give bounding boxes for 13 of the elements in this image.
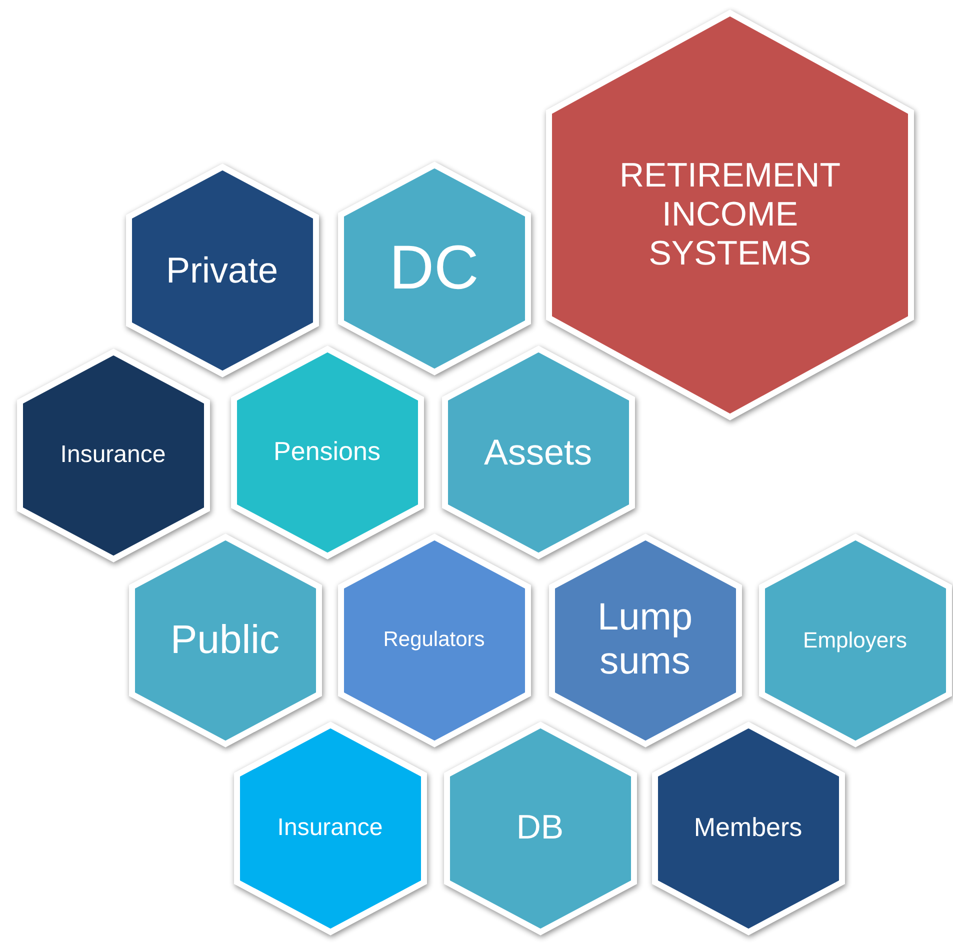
tile-label: Regulators — [382, 628, 486, 652]
tile-label: Assets — [482, 431, 594, 473]
tile-label: DC — [388, 232, 480, 304]
tile-label: Public — [170, 617, 280, 663]
tile-label: DB — [515, 808, 565, 848]
tile-label: RETIREMENT INCOME SYSTEMS — [618, 156, 842, 274]
tile-label: Private — [164, 249, 280, 291]
tile-label: Pensions — [272, 437, 382, 467]
tile-label: Members — [692, 813, 804, 843]
tile-label: Lump sums — [596, 596, 694, 684]
tile-label: Insurance — [59, 441, 167, 469]
tile-label: Employers — [802, 627, 908, 653]
tile-label: Insurance — [276, 814, 384, 842]
